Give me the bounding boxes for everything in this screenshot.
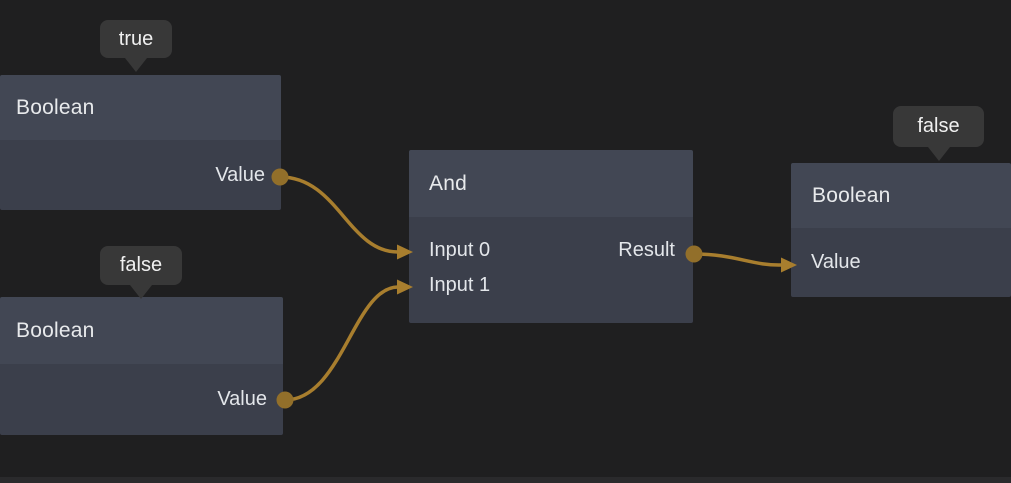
node-boolean-top-left[interactable]: Boolean Value — [0, 75, 281, 210]
value-tooltip-bool1: true — [100, 20, 172, 72]
port-row: Value — [0, 364, 283, 435]
value-tooltip-bool2: false — [100, 246, 182, 299]
node-title: And — [429, 171, 467, 195]
output-port-label: Value — [217, 388, 267, 410]
input-arrow-and-input0[interactable] — [397, 244, 413, 260]
node-header-drag-handle[interactable]: Boolean — [0, 75, 281, 140]
port-row: Value — [791, 228, 1011, 297]
wire-bool1-to-and-input0[interactable] — [279, 175, 399, 254]
wire-and-result-to-bool3-value[interactable] — [693, 252, 783, 267]
output-port-label: Result — [618, 239, 675, 261]
window-bottom-edge — [0, 477, 1011, 483]
input-arrow-and-input1[interactable] — [397, 279, 413, 295]
tooltip-text: true — [118, 27, 154, 50]
node-and[interactable]: And Input 0 Result Input 1 — [409, 150, 693, 323]
input-port-label: Input 0 — [429, 239, 491, 261]
node-header-drag-handle[interactable]: Boolean — [791, 163, 1011, 228]
node-boolean-right[interactable]: Boolean Value — [791, 163, 1011, 297]
input-arrow-bool3-value[interactable] — [781, 257, 797, 273]
node-body: Input 0 Result Input 1 — [409, 217, 693, 323]
port-row: Value — [0, 140, 281, 210]
node-title: Boolean — [812, 183, 891, 207]
node-header-drag-handle[interactable]: And — [409, 150, 693, 217]
node-body: Value — [791, 228, 1011, 297]
input-port-label: Input 1 — [429, 274, 491, 296]
node-title: Boolean — [16, 318, 95, 342]
value-tooltip-bool3: false — [893, 106, 984, 161]
node-body: Value — [0, 364, 283, 435]
output-port-and-result[interactable] — [685, 245, 703, 263]
output-port-bool1-value[interactable] — [271, 168, 289, 186]
tooltip-text: false — [119, 254, 163, 276]
output-port-label: Value — [215, 163, 265, 186]
node-boolean-bottom-left[interactable]: Boolean Value — [0, 297, 283, 435]
port-row: Input 1 — [409, 268, 693, 303]
port-row: Input 0 Result — [409, 233, 693, 268]
input-port-label: Value — [811, 251, 861, 273]
wire-bool2-to-and-input1[interactable] — [284, 285, 399, 402]
output-port-bool2-value[interactable] — [276, 391, 294, 409]
node-title: Boolean — [16, 95, 95, 119]
node-header-drag-handle[interactable]: Boolean — [0, 297, 283, 364]
tooltip-text: false — [917, 115, 960, 137]
node-body: Value — [0, 140, 281, 210]
